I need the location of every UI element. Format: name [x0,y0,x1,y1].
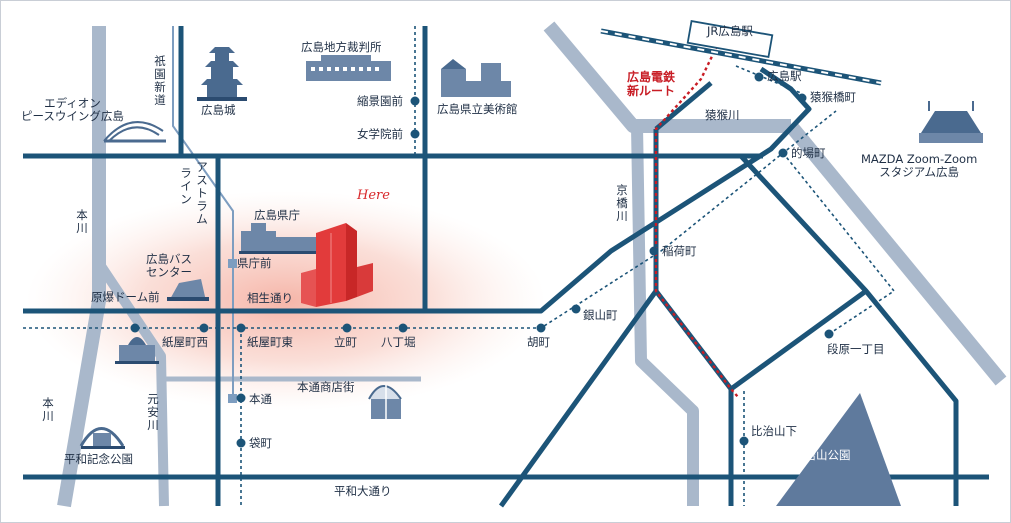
prefecture-office-label: 広島県庁 [254,208,300,222]
road-inner-to-east [498,289,659,508]
shukkeien-mae-label: 縮景園前 [357,94,403,108]
fukuromachi-label: 袋町 [249,436,272,450]
jr-hiroshima-station-label: JR広島駅 [707,24,753,38]
genbaku-dome-mae-label: 原爆ドーム前 [91,290,160,304]
district-court-label: 広島地方裁判所 [301,40,382,54]
station-dot-kamiyacho-higashi [236,323,246,333]
hatchobori-label: 八丁堀 [381,335,416,349]
station-dot-genbaku-dome-mae [130,323,140,333]
hondori-shopping-street-label: 本通商店街 [297,380,355,394]
kyobashi-river [631,125,699,506]
road-ekimae-dori [653,129,734,506]
hijiyamashita-label: 比治山下 [751,424,797,438]
station-dot-jogakuin-mae [410,129,420,139]
bus-center-icon [167,279,209,301]
mazda-stadium-icon [919,101,983,143]
peace-memorial-park-icon [79,427,125,449]
astram-station-kencho-mae [228,259,237,268]
motoyasu-river-label: 元安川 [147,392,159,432]
roads [23,26,989,508]
enko-river-label: 猿猴川 [705,108,740,122]
matobacho-label: 的場町 [791,146,826,160]
hondori-shopping-street-icon [368,385,402,419]
new-route-label: 広島電鉄 新ルート [627,70,676,98]
jr-hiroshima-station-building [686,20,774,58]
hiroshima-eki-label: 広島駅 [767,69,802,83]
here-building-icon [301,223,373,307]
building-icons [79,47,983,449]
astram-line [172,26,234,399]
hijiyama-park-label: 比治山公園 [793,448,851,462]
station-dot-matobacho [778,148,788,158]
road-aioi-dori [23,66,812,314]
ebisucho-label: 胡町 [527,335,550,349]
station-markers [130,72,834,448]
jr-line [600,20,882,86]
danbara-itchome-label: 段原一丁目 [827,342,885,356]
art-museum-icon [441,59,511,97]
enko-river [543,21,791,133]
motoyasu-river [96,263,169,507]
station-dot-enkobashicho [797,93,807,103]
station-dot-danbara-itchome [824,329,834,339]
station-dot-ginzancho [571,304,581,314]
astram-line-label-2: アストラム [196,160,208,226]
hiroshima-castle-icon [197,47,247,101]
astram-station-hondori [228,394,237,403]
kencho-mae-label: 県庁前 [237,256,272,270]
peace-memorial-park-label: 平和記念公園 [64,452,133,466]
aioi-dori-label: 相生通り [247,291,293,305]
enko-river-east [785,121,1007,386]
astram-line-label-1: ライン [180,166,192,206]
prefecture-office-icon [239,223,319,254]
station-dot-hijiyamashita [739,436,749,446]
station-dot-hatchobori [398,323,408,333]
honkawa-bottom-label: 本川 [42,396,54,423]
enkobashicho-label: 猿猴橋町 [810,90,856,104]
station-dot-fukuromachi [236,438,246,448]
honkawa-top-label: 本川 [76,208,88,235]
rivers [57,21,1007,508]
station-dot-hiroshima-eki [754,72,764,82]
heiwa-odori-label: 平和大通り [334,484,392,498]
kamiyacho-nishi-label: 紙屋町西 [162,335,208,349]
district-court-icon [306,55,391,81]
streetcar-main-line [23,110,837,329]
gion-shindo-label: 祇園新道 [154,54,166,107]
station-dot-shukkeien-mae [410,96,420,106]
honkawa-river [57,26,106,508]
ginzancho-label: 銀山町 [583,308,618,322]
inaricho-label: 稲荷町 [662,244,697,258]
station-dot-ebisucho [536,323,546,333]
new-route-line [654,45,739,398]
edion-peace-wing-label: エディオン ピースウイング広島 [21,96,124,124]
hiroshima-castle-label: 広島城 [201,103,236,117]
streetcar-east-line [782,152,896,335]
bus-center-label: 広島バス センター [146,252,192,280]
kyobashi-river-label: 京橋川 [616,183,628,223]
road-north-link [654,81,713,131]
station-dot-tatemachi [342,323,352,333]
station-dot-inaricho [649,246,659,256]
road-hijiyama-east [729,288,868,392]
road-hiroshima-east [739,154,959,506]
jogakuin-mae-label: 女学院前 [357,127,403,141]
kamiyacho-higashi-label: 紙屋町東 [247,335,293,349]
hijiyama-park [776,393,901,506]
here-marker-label: Here [357,188,390,203]
station-dot-kamiyacho-nishi [199,323,209,333]
edion-peace-wing-icon [103,121,166,143]
station-dot-hondori [236,393,246,403]
genbaku-dome-icon [115,337,159,364]
mazda-stadium-label: MAZDA Zoom-Zoom スタジアム広島 [861,152,978,180]
art-museum-label: 広島県立美術館 [437,102,518,116]
hondori-label: 本通 [249,392,272,406]
tatemachi-label: 立町 [334,335,357,349]
